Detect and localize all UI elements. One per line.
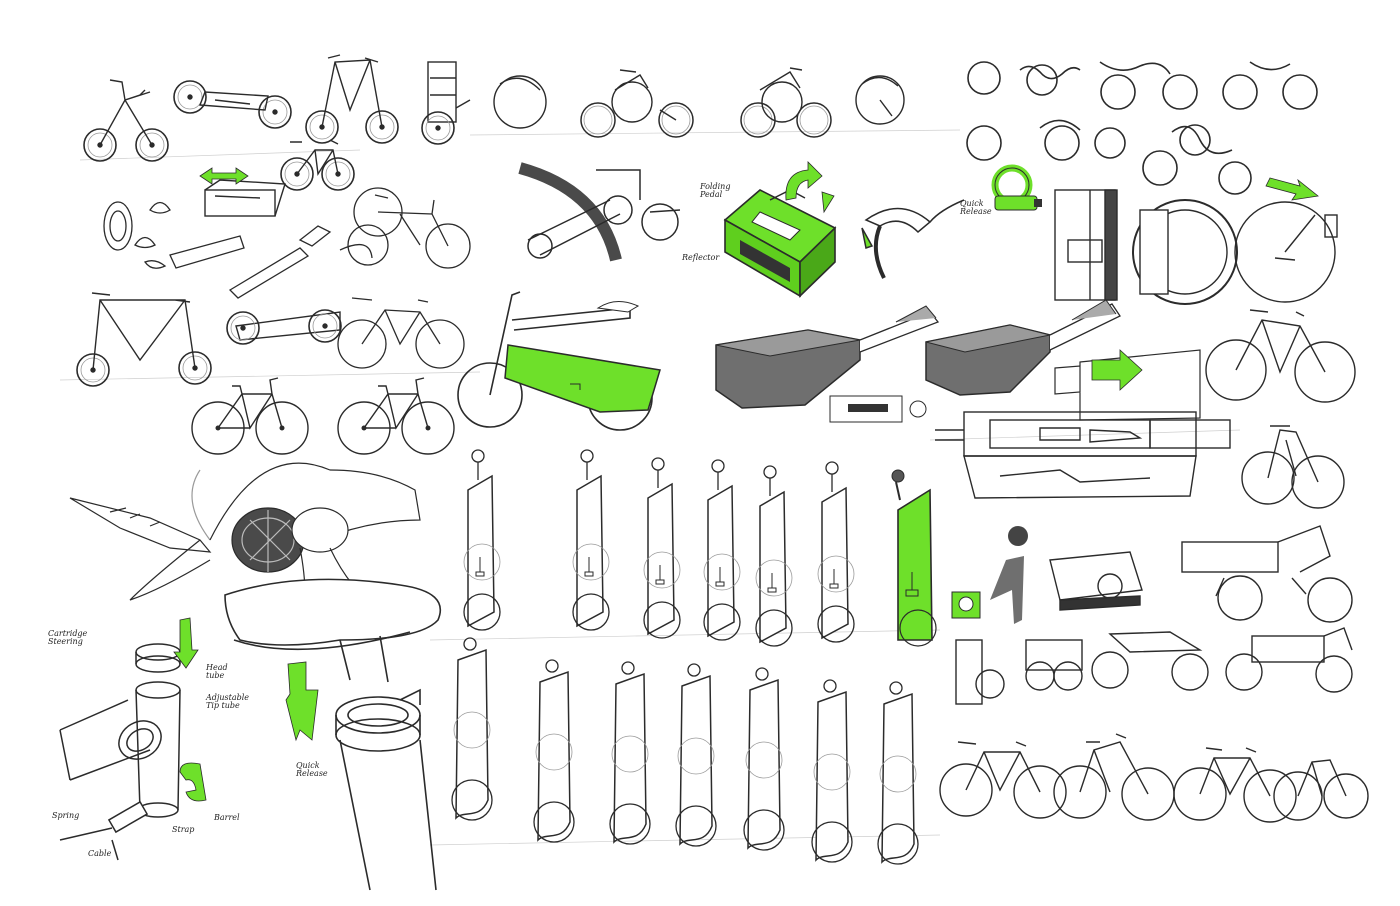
down-arrow-icon [285, 661, 319, 742]
wasp-illustration [69, 462, 421, 631]
label-strap: Strap [172, 825, 195, 834]
down-arrow-icon [173, 617, 199, 669]
bottom-right-bike-sketches [939, 733, 1369, 823]
rail-tube-sketch [935, 411, 1231, 499]
label-cartridge-steering: Cartridge Steering [48, 629, 88, 647]
hub-sketches [1054, 189, 1338, 305]
label-quick-release-bottom: Quick Release [296, 761, 328, 779]
green-frame-bike [457, 291, 661, 431]
rotate-arrow-icon [179, 762, 207, 802]
seatpost-study-row-2 [451, 637, 919, 865]
folding-pedal-render [723, 189, 837, 298]
ring-variant-sketches [966, 61, 1318, 195]
folding-bike-sketches [337, 187, 471, 369]
pedal-rider-sketch [951, 526, 1028, 624]
seatpost-study-row-1 [463, 449, 855, 647]
seat-clamp-render [991, 164, 1042, 211]
quick-release-clamp-sketch [335, 688, 437, 891]
seatpost-rail-renders [715, 299, 1201, 423]
label-folding-pedal: Folding Pedal [700, 182, 731, 200]
rotate-arrow-icon [785, 161, 835, 214]
right-arrow-icon [1265, 177, 1319, 201]
mudguard-sketch [861, 199, 965, 279]
road-bike-sketch [192, 378, 308, 454]
green-seatpost-render [891, 469, 937, 647]
headtube-detail-sketch [59, 643, 181, 861]
right-arrow-icon [1091, 349, 1143, 391]
label-reflector: Reflector [682, 253, 720, 262]
double-arrow-icon [199, 167, 249, 185]
saddle-render [224, 578, 442, 683]
right-bike-sketches [1205, 309, 1356, 509]
road-bike-sketch [338, 378, 454, 454]
label-barrel: Barrel [214, 813, 240, 822]
label-head-tube: Head tube [206, 663, 228, 681]
label-adjustable-tip-tube: Adjustable Tip tube [206, 693, 250, 711]
saddle-sketches [103, 201, 373, 299]
label-spring: Spring [52, 811, 80, 820]
ring-bike-sketches [493, 67, 905, 138]
chain-drive-sketch [518, 162, 681, 262]
label-quick-release-top: Quick Release [960, 199, 992, 217]
box-bike-sketches [955, 525, 1353, 705]
label-cable: Cable [88, 849, 112, 858]
scooter-sketches [76, 54, 471, 387]
